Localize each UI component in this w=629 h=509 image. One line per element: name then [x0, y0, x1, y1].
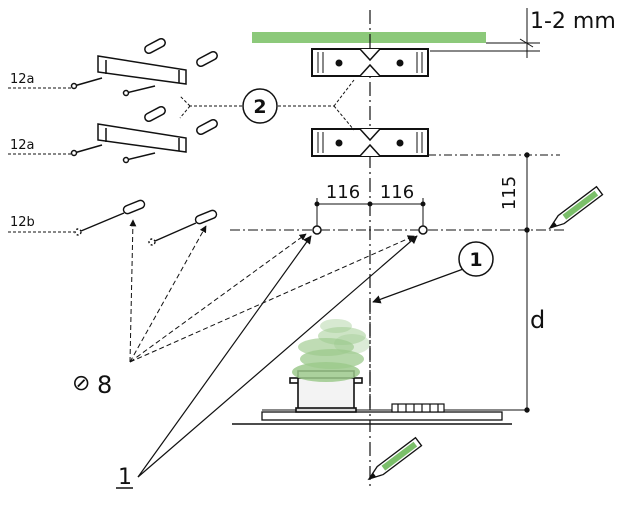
bracket-12a-upper-label: 12a [10, 72, 35, 87]
spacing-dimension [314, 198, 426, 228]
mounting-bracket-top [311, 48, 429, 77]
drill-hole-right [418, 225, 428, 235]
callout-2-leaders [179, 79, 355, 131]
drill-arrows [129, 219, 415, 363]
gap-label: 1-2 mm [530, 9, 616, 34]
steam-cloud [292, 319, 370, 382]
vertical-dimension [524, 152, 530, 413]
drill-diameter-label: 8 [97, 371, 112, 399]
plug-12b [74, 199, 218, 246]
dim-left-label: 116 [326, 182, 360, 203]
bracket-12a-lower [70, 105, 218, 164]
callout-2-circle [242, 88, 278, 124]
part-1-label: 1 [118, 465, 132, 490]
plug-12b-label: 12b [10, 215, 35, 230]
pencil-bottom-icon [367, 436, 423, 481]
part-1-arrows [137, 235, 418, 478]
gap-dimension [430, 8, 540, 58]
dim-115-label: 115 [499, 176, 520, 210]
bracket-12a-lower-label: 12a [10, 138, 35, 153]
hob-body [261, 411, 503, 421]
callout-1-arrow [372, 267, 467, 304]
drill-diameter-symbol: ⊘ [72, 371, 90, 396]
mounting-bracket-bottom [311, 128, 429, 157]
callout-1-label: 1 [469, 249, 482, 271]
callout-2-label: 2 [253, 96, 266, 118]
burner-right [391, 403, 445, 413]
drill-hole-left [312, 225, 322, 235]
dim-right-label: 116 [380, 182, 414, 203]
ceiling-plate [252, 32, 486, 43]
distance-label: d [530, 306, 545, 334]
pencil-right-icon [548, 185, 604, 230]
bracket-12a-upper [70, 37, 218, 97]
callout-1-circle [458, 241, 494, 277]
